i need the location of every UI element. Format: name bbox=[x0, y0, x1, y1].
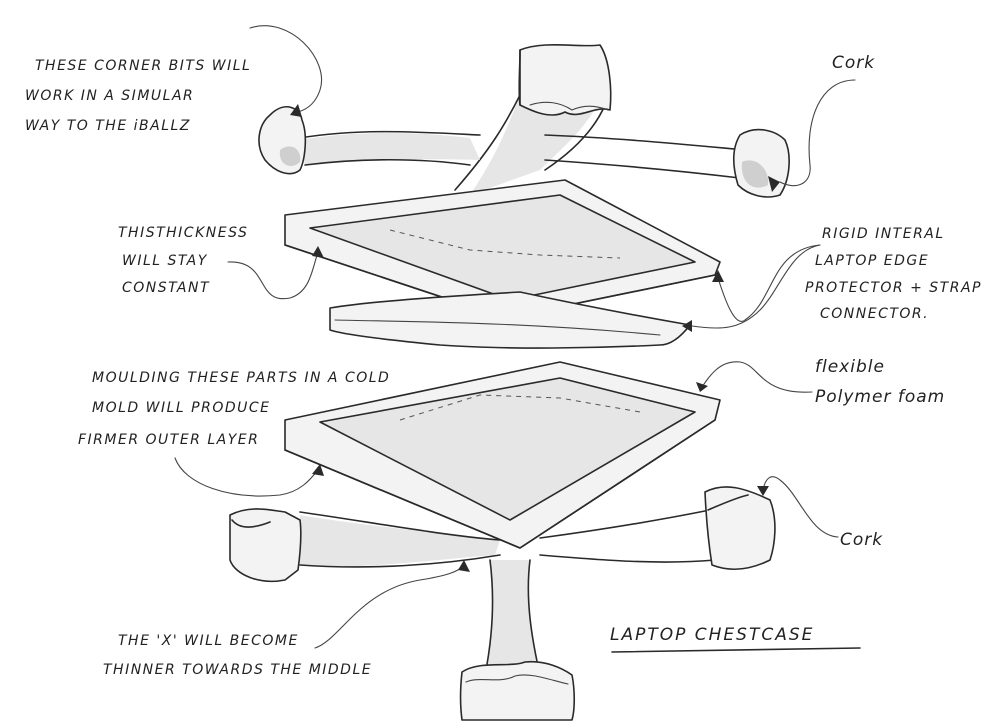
annotation-x-thinner: THE 'X' WILL BECOME THINNER TOWARDS THE … bbox=[103, 633, 372, 678]
annotation-moulding: MOULDING THESE PARTS IN A COLD MOLD WILL… bbox=[78, 370, 390, 448]
thickness-line-1: THISTHICKNESS bbox=[118, 225, 248, 241]
rigid-line-2: LAPTOP EDGE bbox=[815, 253, 929, 269]
cork-bottom-label: Cork bbox=[840, 530, 883, 550]
rigid-line-4: CONNECTOR. bbox=[820, 306, 929, 322]
bottom-x-bone bbox=[229, 486, 776, 721]
annotation-foam: flexible Polymer foam bbox=[815, 357, 945, 407]
cork-top-label: Cork bbox=[832, 53, 875, 73]
moulding-line-3: FIRMER OUTER LAYER bbox=[78, 432, 259, 448]
moulding-line-1: MOULDING THESE PARTS IN A COLD bbox=[92, 370, 390, 386]
sketch-title: LAPTOP CHESTCASE bbox=[610, 625, 814, 645]
foam-line-2: Polymer foam bbox=[815, 387, 945, 407]
rigid-line-3: PROTECTOR + STRAP bbox=[805, 280, 982, 296]
corner-bits-line-2: WORK IN A SIMULAR bbox=[25, 88, 194, 104]
annotation-rigid-protector: RIGID INTERAL LAPTOP EDGE PROTECTOR + ST… bbox=[805, 226, 982, 322]
leader-lines bbox=[174, 25, 861, 653]
x-thinner-line-2: THINNER TOWARDS THE MIDDLE bbox=[103, 662, 372, 678]
moulding-line-2: MOLD WILL PRODUCE bbox=[92, 400, 271, 416]
thickness-line-2: WILL STAY bbox=[122, 253, 208, 269]
x-thinner-line-1: THE 'X' WILL BECOME bbox=[118, 633, 299, 649]
corner-bits-line-1: THESE CORNER BITS WILL bbox=[35, 58, 251, 74]
lower-frame bbox=[284, 361, 721, 549]
top-frame bbox=[284, 179, 721, 319]
annotation-corner-bits: THESE CORNER BITS WILL WORK IN A SIMULAR… bbox=[25, 58, 251, 134]
annotation-thickness: THISTHICKNESS WILL STAY CONSTANT bbox=[118, 225, 248, 296]
rigid-line-1: RIGID INTERAL bbox=[822, 226, 945, 242]
thickness-line-3: CONSTANT bbox=[122, 280, 210, 296]
middle-plate bbox=[329, 291, 691, 349]
top-x-bone bbox=[258, 43, 790, 198]
corner-bits-line-3: WAY TO THE iBALLZ bbox=[25, 118, 191, 134]
foam-line-1: flexible bbox=[815, 357, 885, 377]
